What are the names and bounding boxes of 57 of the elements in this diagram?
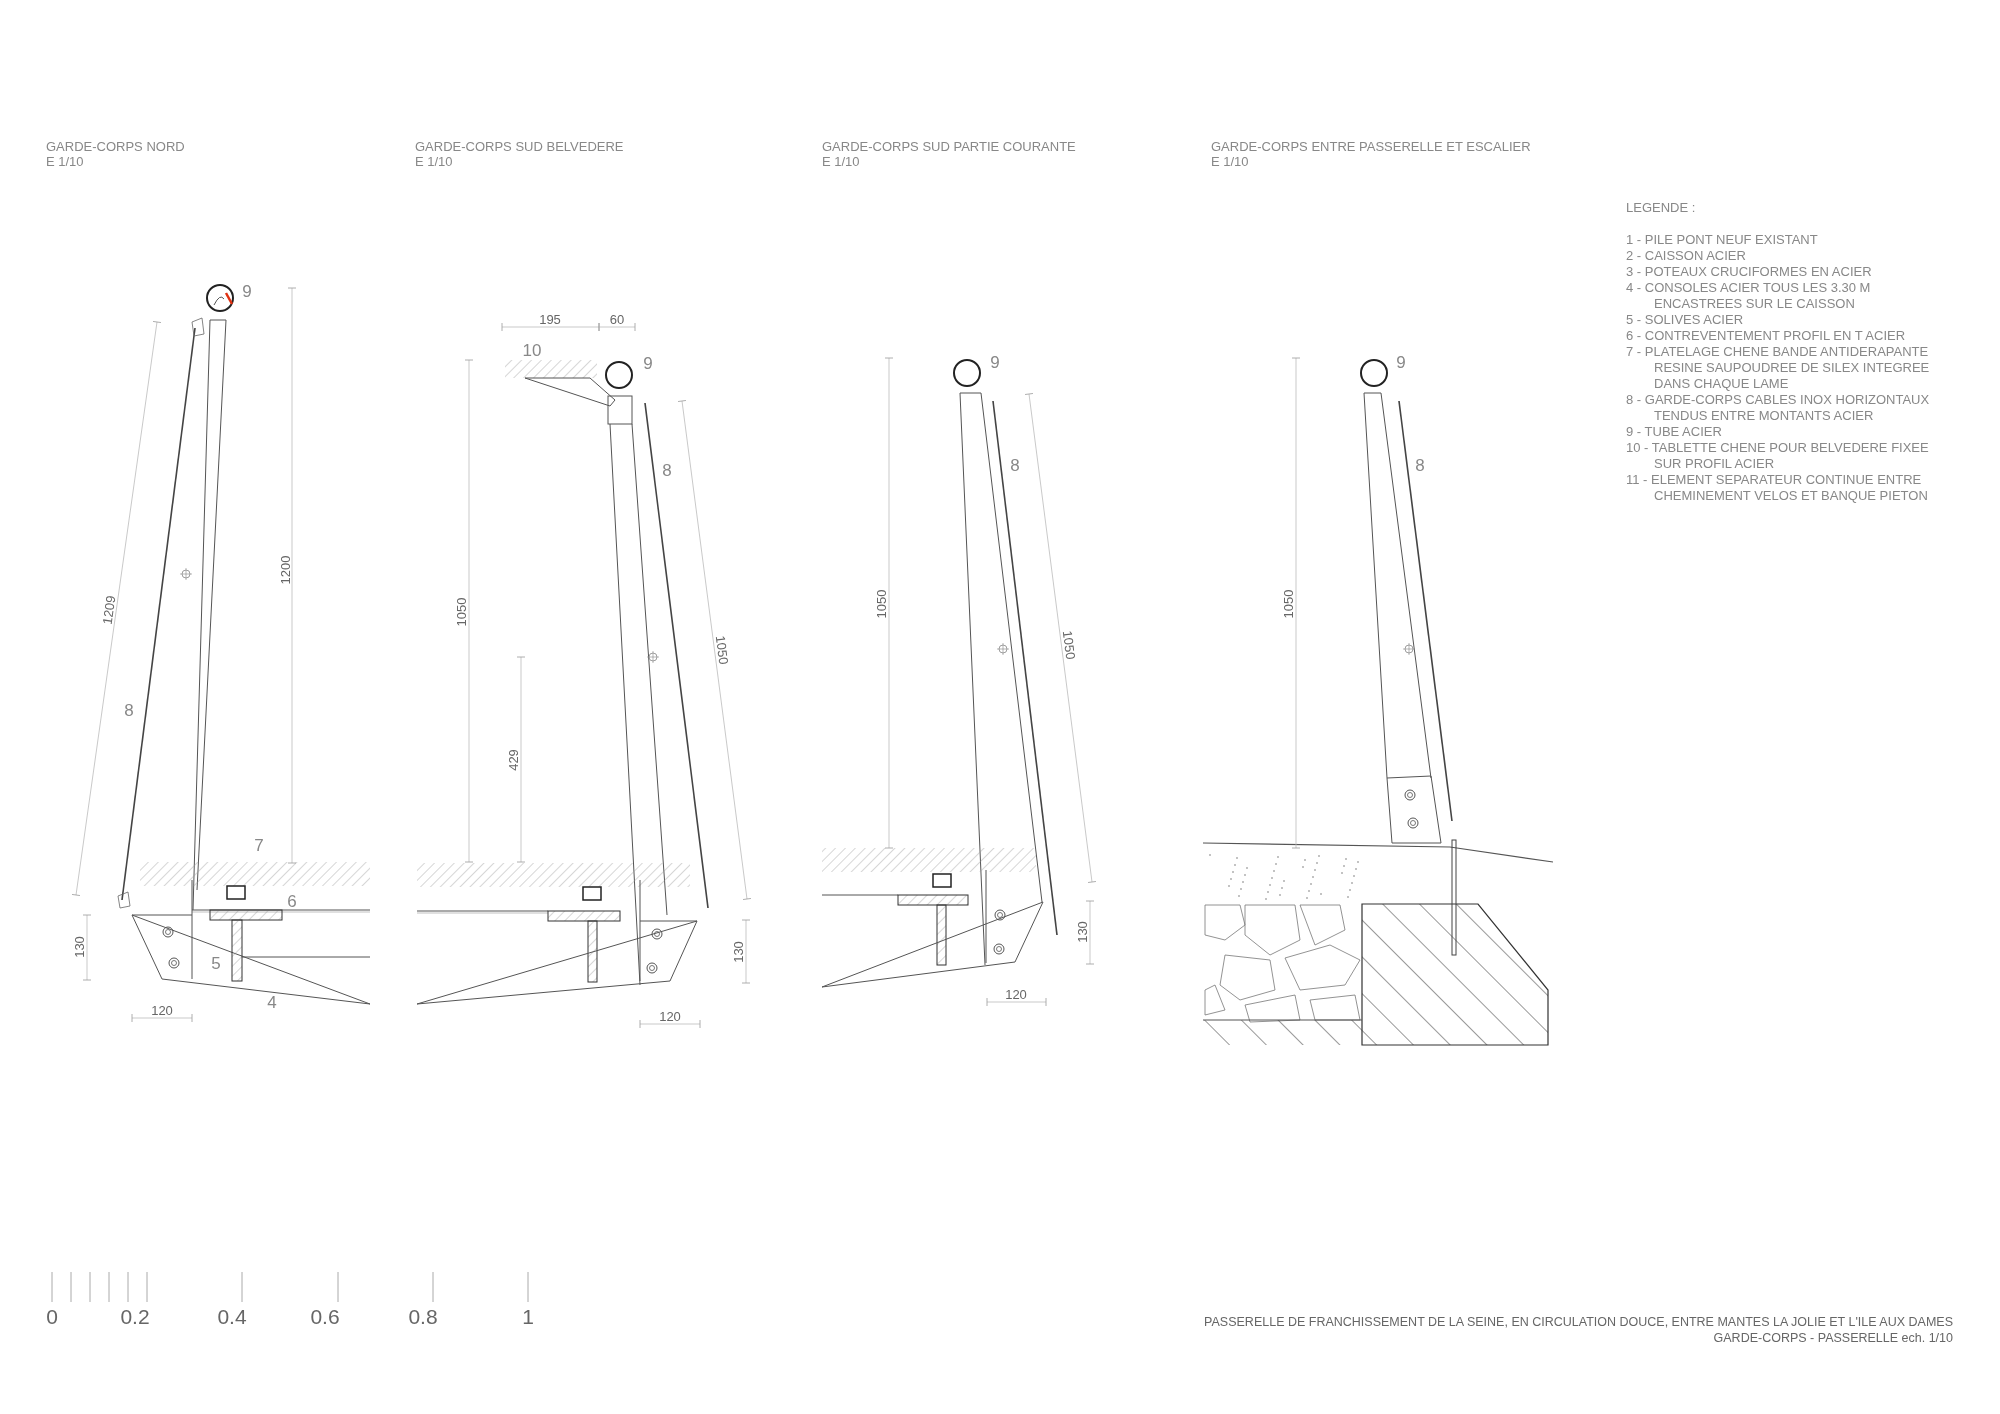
view-title: GARDE-CORPS SUD PARTIE COURANTE <box>822 140 1076 153</box>
dimension-value: 130 <box>1075 921 1089 943</box>
legend-item: 9 - TUBE ACIER <box>1626 424 1723 440</box>
legend-item: 1 - PILE PONT NEUF EXISTANT <box>1626 232 1819 248</box>
view-title: GARDE-CORPS NORD <box>46 140 185 153</box>
dimension-value: 1050 <box>454 597 468 627</box>
legend-item: 4 - CONSOLES ACIER TOUS LES 3.30 M ENCASTREES SUR LE CAISSON <box>1626 280 1872 312</box>
scale-note: E 1/10 <box>1211 155 1249 168</box>
scale-note: E 1/10 <box>822 155 860 168</box>
dimension-value: 120 <box>151 1003 173 1017</box>
scale-label: 0.2 <box>120 1305 150 1327</box>
callout-number: 9 <box>242 282 252 300</box>
scale-label: 0.8 <box>408 1305 438 1327</box>
dimension-value: 429 <box>506 749 520 771</box>
dimension-value: 1050 <box>874 589 888 619</box>
legend-item: 3 - POTEAUX CRUCIFORMES EN ACIER <box>1626 264 1873 280</box>
dimension-value: 1209 <box>100 594 118 626</box>
legend-item: 7 - PLATELAGE CHENE BANDE ANTIDERAPANTE RESINE SAUPOUDREE DE SILEX INTEGREE DANS CHAQUE LAME <box>1626 344 1931 392</box>
callout-number: 5 <box>211 954 221 972</box>
scale-label: 0 <box>46 1305 58 1327</box>
legend-item: 5 - SOLIVES ACIER <box>1626 312 1745 328</box>
callout-number: 10 <box>522 341 542 359</box>
callout-number: 9 <box>643 354 653 372</box>
scale-label: 1 <box>522 1305 534 1327</box>
legend-heading: LEGENDE : <box>1626 201 1696 214</box>
dimension-value: 1050 <box>713 634 731 666</box>
callout-number: 8 <box>1415 456 1425 474</box>
scale-note: E 1/10 <box>46 155 84 168</box>
callout-number: 9 <box>990 353 1000 371</box>
dimension-value: 130 <box>72 936 86 958</box>
callout-number: 8 <box>124 701 134 719</box>
dimension-value: 1050 <box>1060 629 1078 661</box>
dimension-value: 130 <box>731 941 745 963</box>
dimension-value: 1200 <box>278 555 292 585</box>
legend-item: 11 - ELEMENT SEPARATEUR CONTINUE ENTRE CHEMINEMENT VELOS ET BANQUE PIETON <box>1626 472 1929 504</box>
view-title: GARDE-CORPS ENTRE PASSERELLE ET ESCALIER <box>1211 140 1531 153</box>
title-block-text: PASSERELLE DE FRANCHISSEMENT DE LA SEINE, EN CIRCULATION DOUCE, ENTRE MANTES LA JOLIE ET L'ILE AUX DAMES <box>1204 1316 1953 1329</box>
dimension-value: 120 <box>1005 987 1027 1001</box>
view-title: GARDE-CORPS SUD BELVEDERE <box>415 140 624 153</box>
callout-number: 6 <box>287 892 297 910</box>
legend-item: 8 - GARDE-CORPS CABLES INOX HORIZONTAUX TENDUS ENTRE MONTANTS ACIER <box>1626 392 1931 424</box>
scale-label: 0.4 <box>217 1305 247 1327</box>
dimension-value: 60 <box>609 312 625 326</box>
dimension-value: 195 <box>539 312 561 326</box>
callout-number: 8 <box>1010 456 1020 474</box>
legend-item: 6 - CONTREVENTEMENT PROFIL EN T ACIER <box>1626 328 1907 344</box>
callout-number: 9 <box>1396 353 1406 371</box>
scale-note: E 1/10 <box>415 155 453 168</box>
legend-item: 2 - CAISSON ACIER <box>1626 248 1747 264</box>
callout-number: 4 <box>267 993 277 1011</box>
legend-item: 10 - TABLETTE CHENE POUR BELVEDERE FIXEE SUR PROFIL ACIER <box>1626 440 1930 472</box>
title-block-text: GARDE-CORPS - PASSERELLE ech. 1/10 <box>1713 1332 1953 1345</box>
scale-label: 0.6 <box>310 1305 340 1327</box>
callout-number: 7 <box>254 836 264 854</box>
callout-number: 8 <box>662 461 672 479</box>
dimension-value: 120 <box>659 1009 681 1023</box>
dimension-value: 1050 <box>1281 589 1295 619</box>
